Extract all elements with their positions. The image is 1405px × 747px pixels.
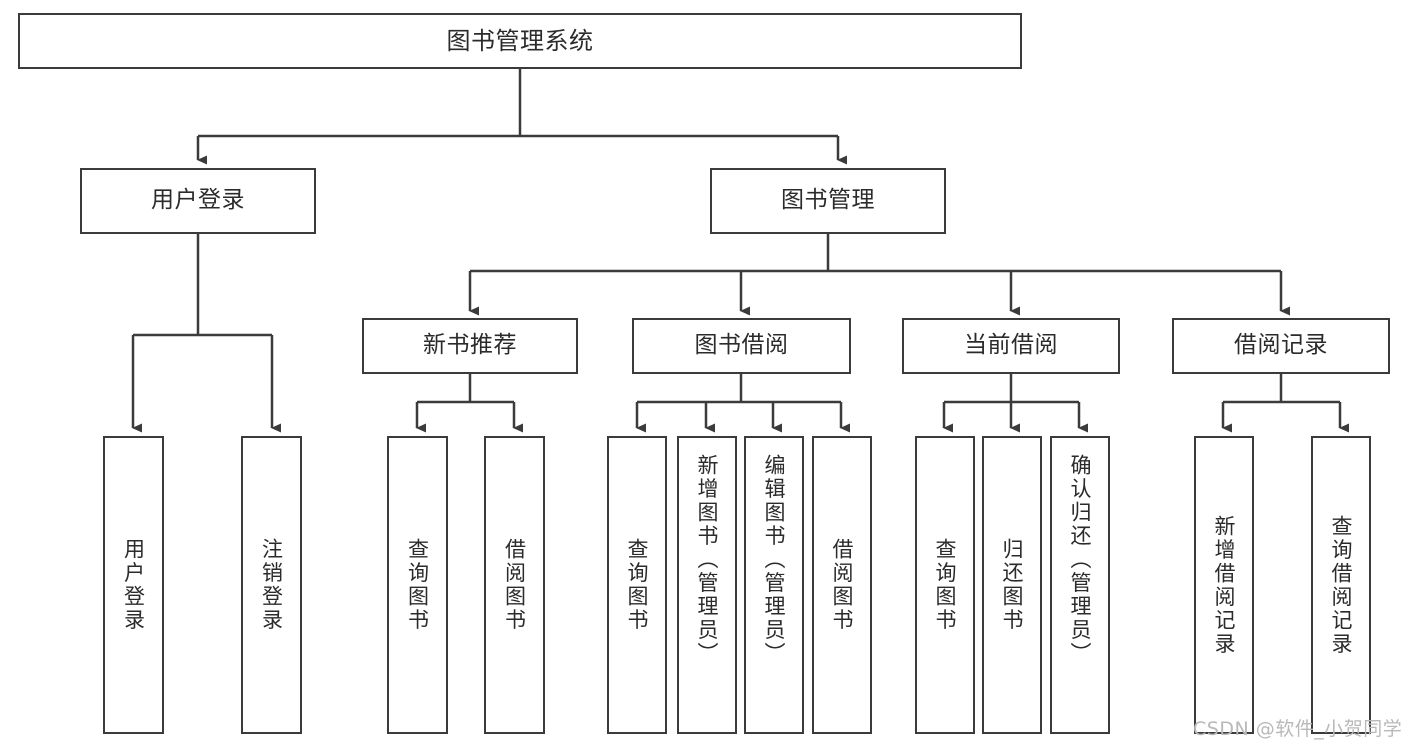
node-leaf-add-borrow-record[interactable]: 新增借阅记录 bbox=[1194, 436, 1254, 734]
node-leaf-add-book-admin[interactable]: 新增图书（管理员） bbox=[677, 436, 737, 734]
node-leaf-user-login[interactable]: 用户登录 bbox=[103, 436, 164, 734]
node-root[interactable]: 图书管理系统 bbox=[18, 13, 1022, 69]
node-leaf-borrow-book-2-label: 借阅图书 bbox=[830, 538, 855, 632]
node-current-borrow[interactable]: 当前借阅 bbox=[902, 318, 1120, 374]
node-leaf-logout-login-label: 注销登录 bbox=[259, 538, 284, 632]
node-leaf-add-book-admin-label: 新增图书（管理员） bbox=[695, 454, 720, 666]
node-book-borrow[interactable]: 图书借阅 bbox=[632, 318, 851, 374]
node-leaf-query-book-2-label: 查询图书 bbox=[625, 538, 650, 632]
node-leaf-borrow-book-1[interactable]: 借阅图书 bbox=[484, 436, 545, 734]
node-borrow-record-label: 借阅记录 bbox=[1234, 332, 1328, 359]
node-leaf-query-book-2[interactable]: 查询图书 bbox=[607, 436, 667, 734]
node-leaf-query-book-1-label: 查询图书 bbox=[405, 538, 430, 632]
node-leaf-return-book-label: 归还图书 bbox=[1000, 538, 1025, 632]
node-leaf-borrow-book-1-label: 借阅图书 bbox=[502, 538, 527, 632]
node-leaf-confirm-return-admin-label: 确认归还（管理员） bbox=[1068, 454, 1093, 666]
node-current-borrow-label: 当前借阅 bbox=[964, 332, 1058, 359]
node-book-management[interactable]: 图书管理 bbox=[710, 168, 946, 234]
node-leaf-query-book-3-label: 查询图书 bbox=[933, 538, 958, 632]
node-leaf-return-book[interactable]: 归还图书 bbox=[982, 436, 1042, 734]
node-leaf-logout-login[interactable]: 注销登录 bbox=[241, 436, 302, 734]
node-new-book-recommend-label: 新书推荐 bbox=[423, 332, 517, 359]
node-leaf-query-book-3[interactable]: 查询图书 bbox=[915, 436, 975, 734]
node-leaf-borrow-book-2[interactable]: 借阅图书 bbox=[812, 436, 872, 734]
node-leaf-edit-book-admin[interactable]: 编辑图书（管理员） bbox=[744, 436, 804, 734]
node-leaf-edit-book-admin-label: 编辑图书（管理员） bbox=[762, 454, 787, 666]
node-root-label: 图书管理系统 bbox=[446, 26, 594, 55]
node-leaf-query-book-1[interactable]: 查询图书 bbox=[387, 436, 448, 734]
node-leaf-query-borrow-record-label: 查询借阅记录 bbox=[1329, 514, 1354, 656]
node-book-borrow-label: 图书借阅 bbox=[694, 332, 789, 359]
node-leaf-confirm-return-admin[interactable]: 确认归还（管理员） bbox=[1050, 436, 1110, 734]
node-leaf-query-borrow-record[interactable]: 查询借阅记录 bbox=[1311, 436, 1371, 734]
node-new-book-recommend[interactable]: 新书推荐 bbox=[362, 318, 578, 374]
node-borrow-record[interactable]: 借阅记录 bbox=[1172, 318, 1390, 374]
node-leaf-user-login-label: 用户登录 bbox=[121, 538, 146, 632]
node-book-management-label: 图书管理 bbox=[781, 187, 875, 214]
csdn-watermark: CSDN @软件_小贺同学 bbox=[1193, 718, 1403, 740]
node-user-login[interactable]: 用户登录 bbox=[80, 168, 316, 234]
node-user-login-label: 用户登录 bbox=[151, 187, 245, 214]
node-leaf-add-borrow-record-label: 新增借阅记录 bbox=[1212, 514, 1237, 656]
